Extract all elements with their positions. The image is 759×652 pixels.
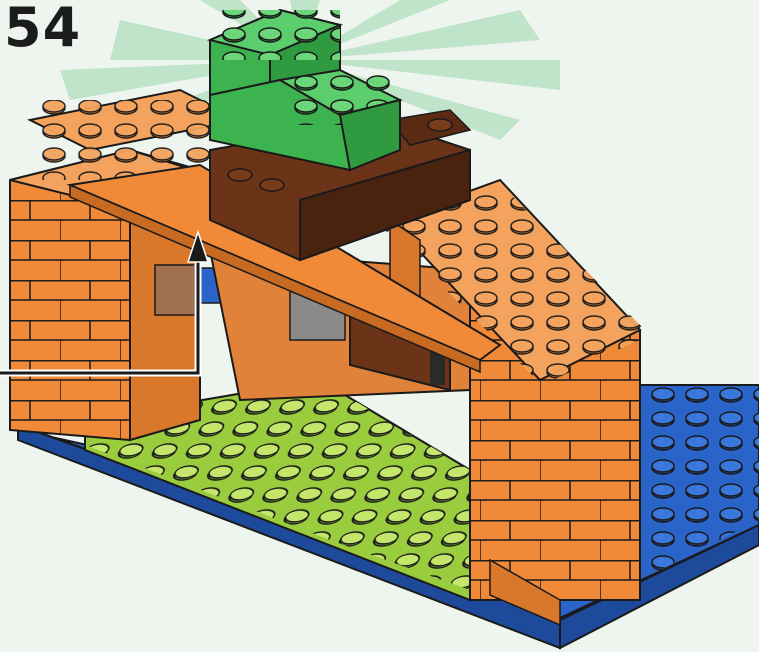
left-wall bbox=[10, 90, 240, 440]
step-number: 54 bbox=[4, 0, 81, 59]
green-highlight-bricks bbox=[210, 10, 400, 170]
